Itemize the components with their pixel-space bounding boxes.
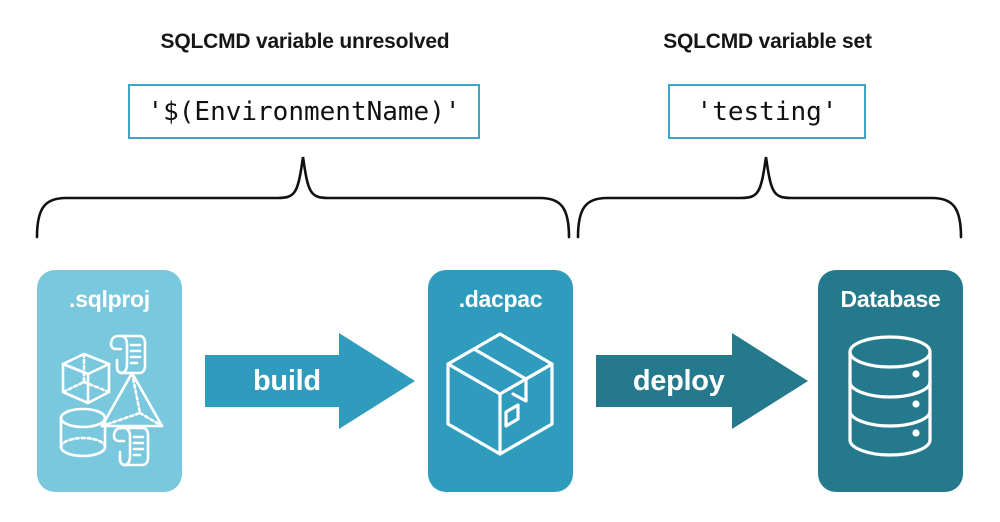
cube-icon (61, 352, 111, 405)
arrow-build: build (205, 333, 415, 429)
cylinder-icon (59, 407, 107, 458)
stage-card-database: Database (818, 270, 963, 492)
stage-card-dacpac-label: .dacpac (458, 286, 543, 312)
dacpac-artwork (446, 332, 554, 456)
brace-right-icon (576, 156, 963, 239)
deploy-arrow-icon (596, 333, 808, 429)
build-arrow-icon (205, 333, 415, 429)
scroll-icon (112, 426, 150, 467)
database-cylinder-icon (848, 335, 932, 457)
heading-sqlcmd-variable-set: SQLCMD variable set (663, 30, 872, 53)
stage-card-sqlproj: .sqlproj (37, 270, 182, 492)
arrow-deploy: deploy (596, 333, 808, 429)
value-box-testing: 'testing' (668, 84, 866, 139)
heading-sqlcmd-variable-unresolved: SQLCMD variable unresolved (160, 30, 450, 53)
brace-left-icon (35, 156, 571, 239)
pyramid-icon (100, 371, 164, 428)
scroll-icon (109, 334, 147, 375)
stage-card-sqlproj-label: .sqlproj (69, 286, 150, 312)
stage-card-dacpac: .dacpac (428, 270, 573, 492)
sqlproj-artwork (59, 334, 164, 467)
stage-card-database-label: Database (840, 286, 941, 312)
value-box-environment-name: '$(EnvironmentName)' (128, 84, 480, 139)
brace-group (35, 156, 963, 239)
database-artwork (848, 335, 932, 457)
package-box-icon (446, 332, 554, 456)
